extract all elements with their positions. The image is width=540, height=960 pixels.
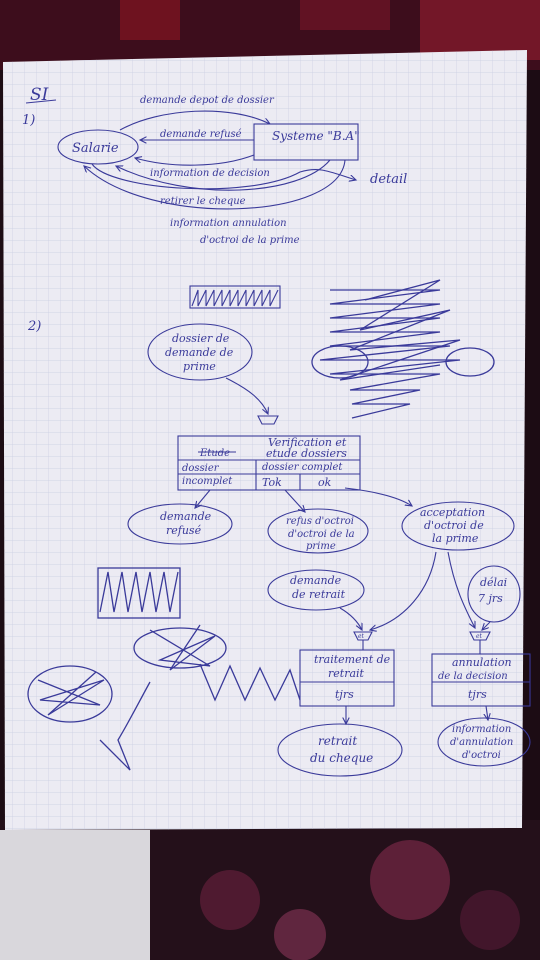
op-retrait-title-2: retrait [328, 667, 365, 680]
out-annulation-2: d'annulation [450, 737, 513, 748]
event-demande-retrait [267, 569, 365, 611]
operation-title-1: Verification et [268, 436, 347, 449]
op-annulation-title-1: annulation [452, 656, 512, 669]
result-ok: ok [318, 476, 332, 489]
crossed-out-draft-left [27, 567, 301, 771]
event-retrait-2: de retrait [292, 588, 346, 601]
flow-annulation-label-1: information annulation [170, 218, 287, 229]
operation-struck-word: Etude [199, 448, 230, 459]
sync-retrait [353, 631, 373, 641]
event-delai-2: 7 jrs [478, 592, 503, 605]
sync-retrait-label: et [358, 633, 365, 640]
result-refus-octroi [267, 508, 369, 554]
zigzag-scribble [191, 289, 279, 307]
zigzag-box [189, 285, 281, 309]
operation-annulation [431, 653, 531, 707]
result-tok: Tok [262, 476, 282, 489]
part1-context-diagram: SI 1) Salarie Systeme "B.A" demande depo… [22, 85, 407, 246]
flow-information-decision-label: information de decision [150, 168, 270, 179]
event-retrait-1: demande [290, 574, 342, 587]
arrow-to-operation [225, 377, 268, 414]
result-acceptation-2: d'octroi de [424, 519, 484, 532]
entity-label: Salarie [72, 141, 119, 156]
out-retrait-1: retrait [318, 734, 357, 748]
operation-traitement-retrait [299, 649, 395, 707]
out-annulation-3: d'octroi [462, 750, 501, 761]
flow-information-decision [135, 154, 255, 166]
item-2: 2) [27, 319, 41, 334]
op-annulation-title-2: de la decision [438, 671, 508, 682]
result-acceptation [401, 501, 515, 551]
result-acceptation-3: la prime [432, 532, 479, 545]
sync-verification [257, 415, 279, 425]
sync-annulation [469, 631, 491, 641]
out-retrait-cheque [277, 723, 403, 777]
result-acceptation-1: acceptation [420, 506, 485, 519]
rule-incomplet-1: dossier [182, 463, 220, 474]
operation-title-2: etude dossiers [266, 447, 347, 460]
result-refuse-2: refusé [166, 524, 202, 537]
result-refus-octroi-3: prime [306, 541, 336, 552]
system-label: Systeme "B.A" [272, 129, 360, 143]
flow-demande-depot [119, 110, 270, 131]
event-dossier-line2: demande de [165, 346, 234, 359]
system-box [253, 123, 359, 161]
sync-annulation-label: et [476, 633, 483, 640]
result-refus-octroi-1: refus d'octroi [286, 516, 354, 527]
op-retrait-rule: tjrs [335, 688, 354, 701]
result-refus-octroi-2: d'octroi de la [288, 529, 355, 540]
flow-demande-depot-label: demande depot de dossier [140, 95, 275, 106]
graph-paper [3, 50, 527, 830]
part2-process-diagram: 2) dossier de demande de prime Verificat… [27, 279, 531, 777]
out-retrait-2: du cheque [310, 751, 373, 765]
flow-retirer-cheque [116, 159, 331, 191]
op-retrait-title-1: traitement de [314, 653, 391, 666]
result-refuse-1: demande [160, 510, 212, 523]
flow-annulation [84, 159, 346, 210]
heading-si: SI [30, 85, 49, 105]
flow-detail [91, 163, 356, 190]
result-demande-refuse [127, 503, 233, 545]
event-dossier-demande [147, 323, 253, 381]
event-delai [467, 565, 521, 623]
rule-incomplet-2: incomplet [182, 476, 233, 487]
out-annulation-1: information [452, 724, 511, 735]
op-annulation-rule: tjrs [468, 688, 487, 701]
event-dossier-line1: dossier de [172, 332, 230, 345]
item-1: 1) [22, 113, 35, 128]
rule-complet: dossier complet [262, 462, 343, 473]
out-info-annulation [437, 717, 531, 767]
flow-detail-label: detail [370, 172, 407, 187]
flow-retirer-cheque-label: retirer le cheque [160, 196, 246, 207]
entity-salarie [57, 129, 139, 165]
event-delai-1: délai [480, 576, 507, 589]
flow-annulation-label-2: d'octroi de la prime [200, 235, 300, 246]
event-dossier-line3: prime [183, 360, 216, 373]
operation-verification [177, 435, 361, 491]
flow-demande-refuse-label: demande refusé [160, 129, 242, 140]
crossed-out-draft-right [311, 279, 495, 419]
